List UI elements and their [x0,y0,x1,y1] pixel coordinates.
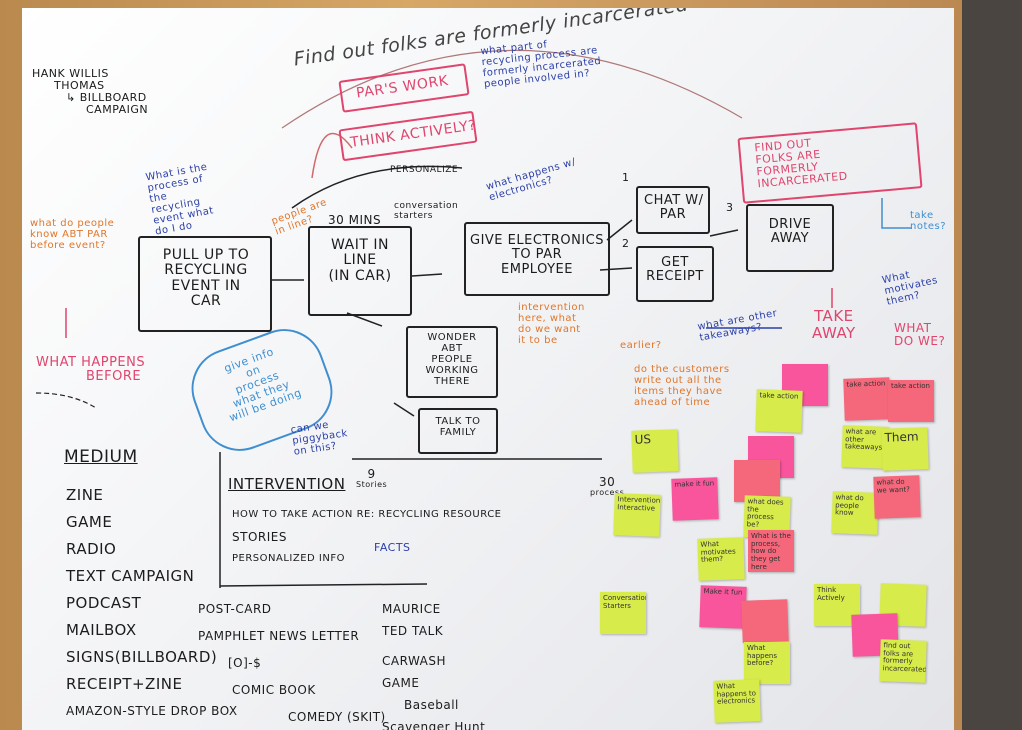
intervention-items: HOW TO TAKE ACTION RE: RECYCLING RESOURC… [232,509,502,564]
take-notes-note: take notes? [910,210,947,232]
facts-label: FACTS [374,541,411,554]
sticky-note: What motivates them? [697,537,745,581]
conversation-starters: conversation starters [394,201,459,221]
sticky-note: take action [755,389,803,433]
sticky-note: what do people know [831,491,879,535]
sticky-note: What happens to electronics [713,679,761,723]
sticky-note: What happens before? [744,642,790,684]
step-3: 3 [726,201,734,214]
medium-header: MEDIUM [64,447,138,467]
chat-with-par-box: CHAT W/PAR [636,186,710,234]
sticky-note: what do we want? [873,475,921,519]
what-happens-before: WHAT HAPPENS BEFORE [36,355,146,385]
artist-note: HANK WILLIS THOMAS ↳ BILLBOARD CAMPAIGN [32,67,149,117]
sticky-note: Them [881,427,929,471]
sticky-note [734,460,780,502]
step-1: 1 [622,171,630,184]
sticky-note: make it fun [671,477,719,521]
thirty-mins: 30 MINS [328,213,382,227]
sticky-note: Intervention Interactive [613,493,661,537]
sticky-note: Conversation Starters [600,592,646,634]
whiteboard: Find out folks are formerly incarcerated… [22,8,954,730]
sticky-note: Make it fun [699,585,747,629]
customers-note: do the customers write out all the items… [634,364,730,408]
sticky-note: US [631,429,679,473]
step-2: 2 [622,237,630,250]
process-question: What is the process of the recycling eve… [144,161,215,238]
intervention-here-note: intervention here, what do we want it to… [518,302,585,346]
sticky-note [741,599,789,643]
sticky-note: What is the process, how do they get her… [748,530,794,572]
sticky-note: find out folks are formerly incarcerated [879,639,927,683]
sticky-note: take action [843,377,891,421]
people-know-note: what do people know ABT PAR before event… [30,218,115,251]
personalize-label: PERSONALIZE [390,165,459,175]
intervention-header: INTERVENTION [228,475,346,493]
sticky-note: take action [888,380,934,422]
wall [962,0,1022,730]
earlier-note: earlier? [620,340,662,351]
